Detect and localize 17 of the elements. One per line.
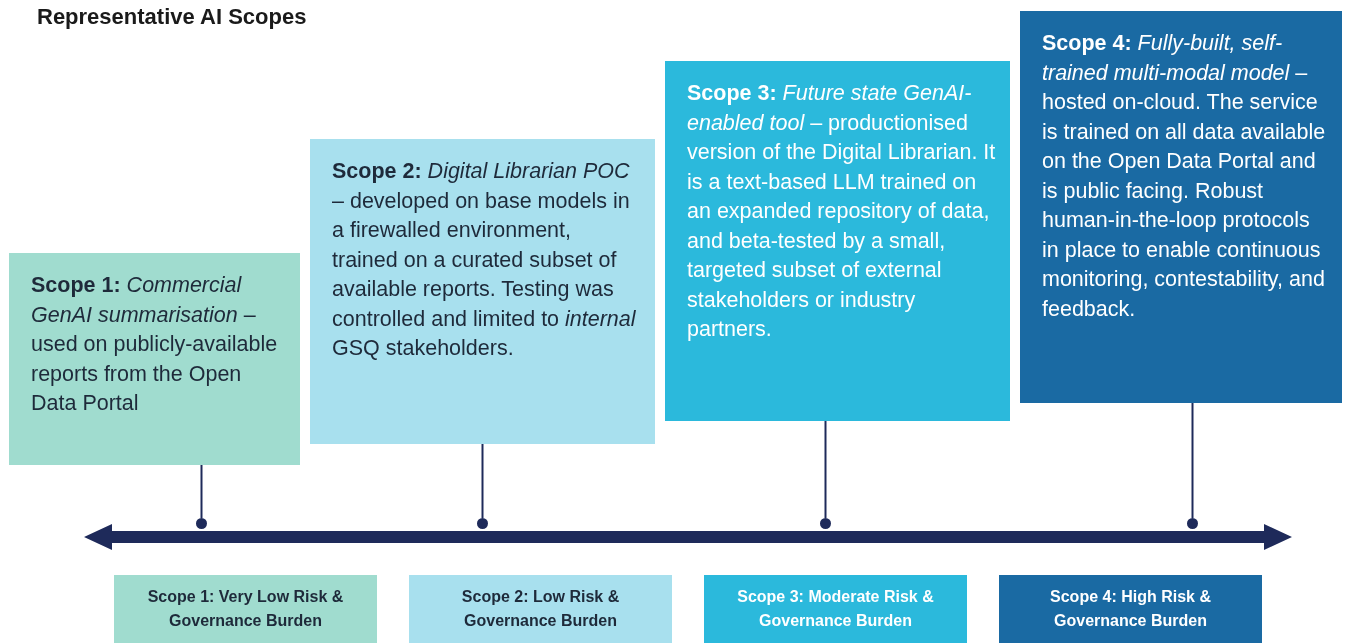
scope-card: Scope 3: Future state GenAI-enabled tool – productionised version of the Digital Librarian. It is a text-based LLM trained on an expanded repository of data, and beta-tested by a small, targeted subset of external stakeholders or industry partners. (665, 61, 1010, 421)
leader-line (1191, 402, 1194, 519)
risk-level-box: Scope 4: High Risk & Governance Burden (999, 575, 1262, 643)
axis-marker-dot (477, 518, 488, 529)
axis-marker-dot (196, 518, 207, 529)
leader-line (481, 443, 484, 519)
risk-level-box: Scope 2: Low Risk & Governance Burden (409, 575, 672, 643)
scope-card: Scope 2: Digital Librarian POC – developed on base models in a firewalled environment, trained on a curated subset of available reports. Testing was controlled and limited to internal GSQ stakeholders. (310, 139, 655, 444)
risk-level-box: Scope 1: Very Low Risk & Governance Burden (114, 575, 377, 643)
scope-card: Scope 4: Fully-built, self-trained multi-modal model – hosted on-cloud. The service is trained on all data available on the Open Data Portal and is public facing. Robust human-in-the-loop protocols in place to enable continuous monitoring, contestability, and feedback. (1020, 11, 1342, 403)
diagram-title: Representative AI Scopes (37, 4, 307, 30)
scope-card: Scope 1: Commercial GenAI summarisation – used on publicly-available reports from the Open Data Portal (9, 253, 300, 465)
risk-level-box: Scope 3: Moderate Risk & Governance Burden (704, 575, 967, 643)
leader-line (200, 464, 203, 519)
leader-line (824, 420, 827, 519)
axis-marker-dot (820, 518, 831, 529)
axis-marker-dot (1187, 518, 1198, 529)
